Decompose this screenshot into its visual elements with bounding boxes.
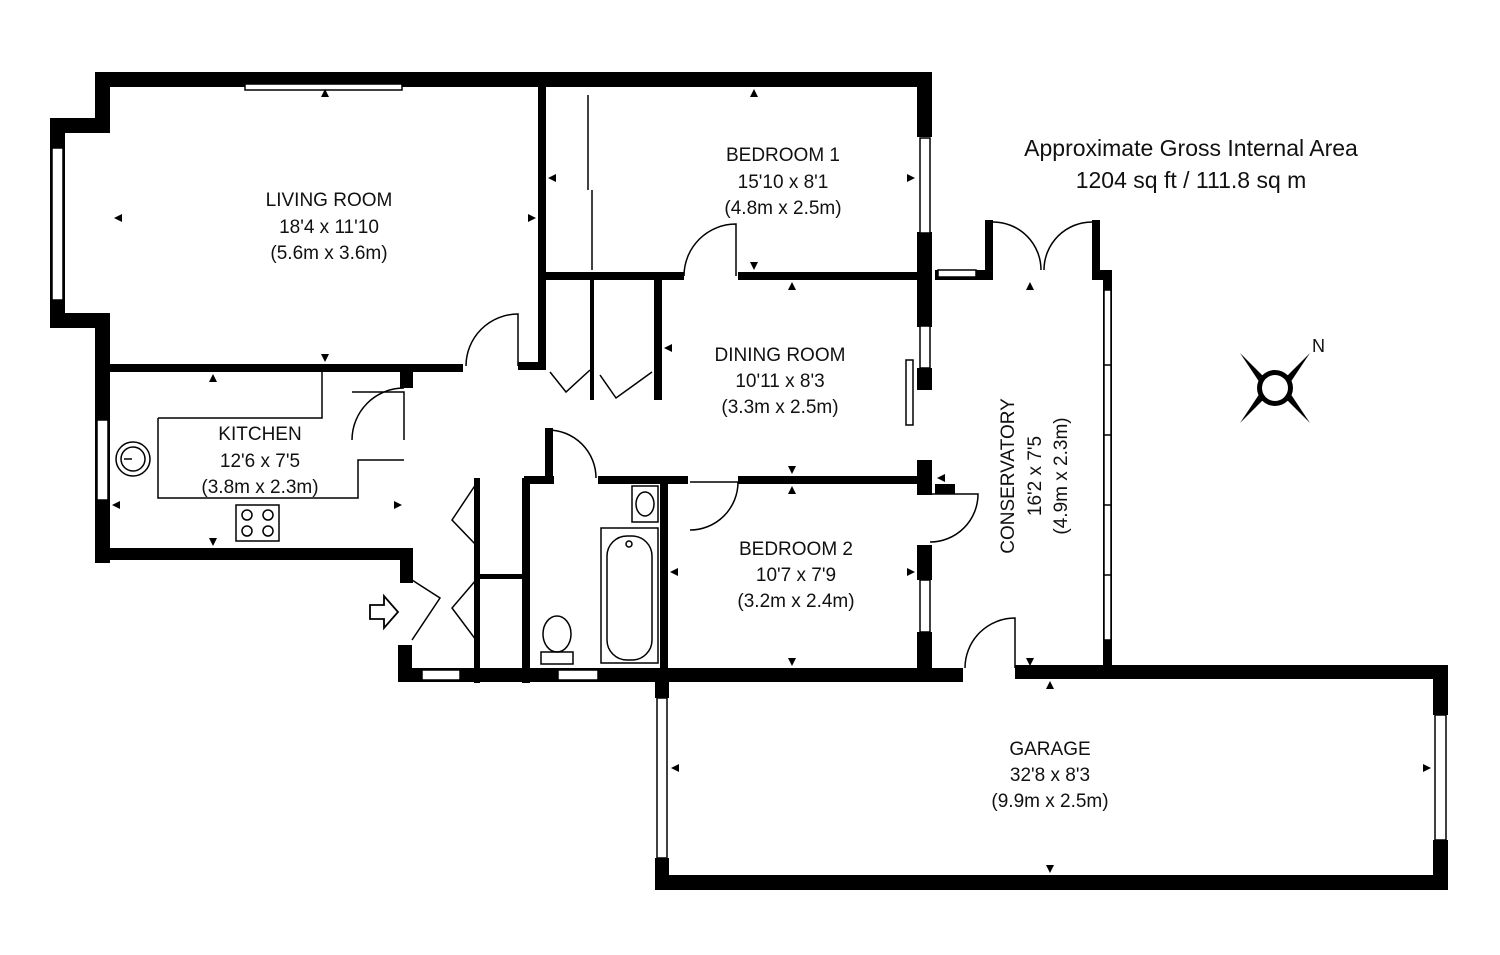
room-imperial: 10'11 x 8'3 bbox=[735, 371, 824, 392]
room-imperial: 15'10 x 8'1 bbox=[738, 172, 829, 193]
room-imperial: 12'6 x 7'5 bbox=[220, 451, 300, 472]
room-metric: (4.9m x 2.3m) bbox=[1051, 417, 1072, 534]
entrance-arrow-icon bbox=[369, 593, 400, 631]
room-metric: (3.2m x 2.4m) bbox=[737, 591, 854, 612]
room-metric: (3.3m x 2.5m) bbox=[721, 397, 838, 418]
room-name: DINING ROOM bbox=[715, 345, 846, 366]
area-title: Approximate Gross Internal Area bbox=[1024, 135, 1358, 161]
basin-icon bbox=[631, 485, 659, 523]
room-living-room: LIVING ROOM 18'4 x 11'10 (5.6m x 3.6m) bbox=[266, 190, 393, 264]
room-metric: (5.6m x 3.6m) bbox=[270, 243, 387, 264]
room-imperial: 16'2 x 7'5 bbox=[1025, 436, 1046, 516]
bathtub-icon bbox=[600, 527, 659, 664]
compass-north-label: N bbox=[1312, 336, 1325, 356]
area-value: 1204 sq ft / 111.8 sq m bbox=[1076, 167, 1307, 193]
sink-icon bbox=[115, 441, 151, 477]
room-imperial: 18'4 x 11'10 bbox=[279, 217, 379, 238]
room-name: GARAGE bbox=[1009, 739, 1090, 760]
room-kitchen: KITCHEN 12'6 x 7'5 (3.8m x 2.3m) bbox=[201, 424, 318, 498]
doors bbox=[157, 95, 1093, 669]
room-conservatory: CONSERVATORY 16'2 x 7'5 (4.9m x 2.3m) bbox=[998, 398, 1072, 554]
room-name: CONSERVATORY bbox=[998, 398, 1019, 554]
room-metric: (9.9m x 2.5m) bbox=[991, 791, 1108, 812]
room-name: LIVING ROOM bbox=[266, 190, 393, 211]
room-name: BEDROOM 2 bbox=[739, 539, 853, 560]
room-name: BEDROOM 1 bbox=[726, 145, 840, 166]
room-bedroom-2: BEDROOM 2 10'7 x 7'9 (3.2m x 2.4m) bbox=[737, 539, 854, 612]
room-garage: GARAGE 32'8 x 8'3 (9.9m x 2.5m) bbox=[991, 739, 1108, 812]
compass-icon bbox=[1240, 353, 1310, 423]
room-imperial: 32'8 x 8'3 bbox=[1010, 765, 1090, 786]
room-dining-room: DINING ROOM 10'11 x 8'3 (3.3m x 2.5m) bbox=[715, 345, 846, 418]
room-name: KITCHEN bbox=[218, 424, 301, 445]
room-metric: (3.8m x 2.3m) bbox=[201, 477, 318, 498]
hob-icon bbox=[235, 504, 280, 542]
toilet-icon bbox=[540, 615, 574, 665]
room-metric: (4.8m x 2.5m) bbox=[724, 198, 841, 219]
room-bedroom-1: BEDROOM 1 15'10 x 8'1 (4.8m x 2.5m) bbox=[724, 145, 841, 219]
dimension-markers bbox=[112, 89, 1431, 873]
windows bbox=[51, 83, 1447, 859]
room-imperial: 10'7 x 7'9 bbox=[756, 565, 836, 586]
